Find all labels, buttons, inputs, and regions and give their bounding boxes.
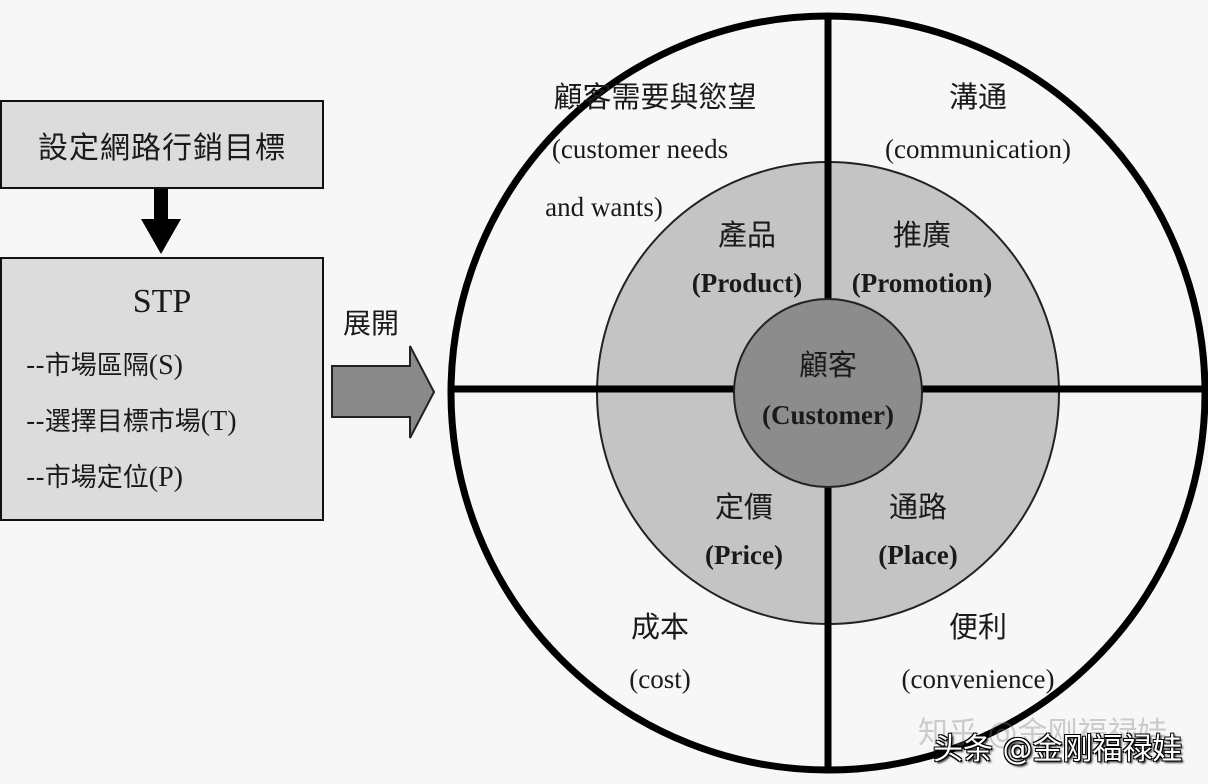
stp-item-segmentation: --市場區隔(S) xyxy=(26,345,183,382)
stp-item-en: (S) xyxy=(148,350,183,381)
outer-communication-en: (communication) xyxy=(885,134,1071,164)
watermark-faint: 知乎 @金刚福禄娃 xyxy=(918,716,1168,751)
inner-product-en: (Product) xyxy=(691,268,803,298)
outer-communication-cn: 溝通 xyxy=(948,80,1008,114)
inner-price-cn: 定價 xyxy=(714,490,774,524)
outer-needs-en-line1: (customer needs xyxy=(551,134,729,164)
expand-arrow xyxy=(331,345,436,439)
inner-place-cn: 通路 xyxy=(888,490,948,524)
expand-label: 展開 xyxy=(343,307,400,340)
center-customer-cn: 顧客 xyxy=(798,348,858,382)
down-arrow-head xyxy=(141,219,181,254)
inner-place-en: (Place) xyxy=(878,540,958,570)
outer-needs-en-line2: and wants) xyxy=(545,192,663,222)
stp-item-cn: --選擇目標市場 xyxy=(26,407,201,437)
stp-box: STP --市場區隔(S) --選擇目標市場(T) --市場定位(P) xyxy=(0,257,324,521)
goal-box: 設定網路行銷目標 xyxy=(0,100,324,189)
inner-promotion-cn: 推廣 xyxy=(892,218,952,252)
watermark: 头条 @金刚福禄娃 xyxy=(933,732,1183,767)
stp-item-cn: --市場區隔 xyxy=(26,351,149,381)
goal-box-label: 設定網路行銷目標 xyxy=(38,130,286,166)
outer-cost-en: (cost) xyxy=(629,664,691,694)
inner-promotion-en: (Promotion) xyxy=(851,268,993,298)
outer-convenience-en: (convenience) xyxy=(901,664,1055,694)
stp-title: STP xyxy=(132,283,192,320)
stp-item-en: (P) xyxy=(148,462,183,493)
stp-item-en: (T) xyxy=(200,406,237,437)
inner-product-cn: 產品 xyxy=(717,218,777,252)
stp-item-targeting: --選擇目標市場(T) xyxy=(26,401,237,438)
center-customer-en: (Customer) xyxy=(762,400,894,430)
inner-price-en: (Price) xyxy=(705,540,783,570)
outer-convenience-cn: 便利 xyxy=(948,610,1008,644)
down-arrow-shaft xyxy=(154,189,168,219)
outer-needs-cn: 顧客需要與慾望 xyxy=(553,80,757,114)
stp-item-positioning: --市場定位(P) xyxy=(26,457,183,494)
outer-cost-cn: 成本 xyxy=(630,610,690,644)
center-circle xyxy=(733,298,923,488)
stp-item-cn: --市場定位 xyxy=(26,463,149,493)
